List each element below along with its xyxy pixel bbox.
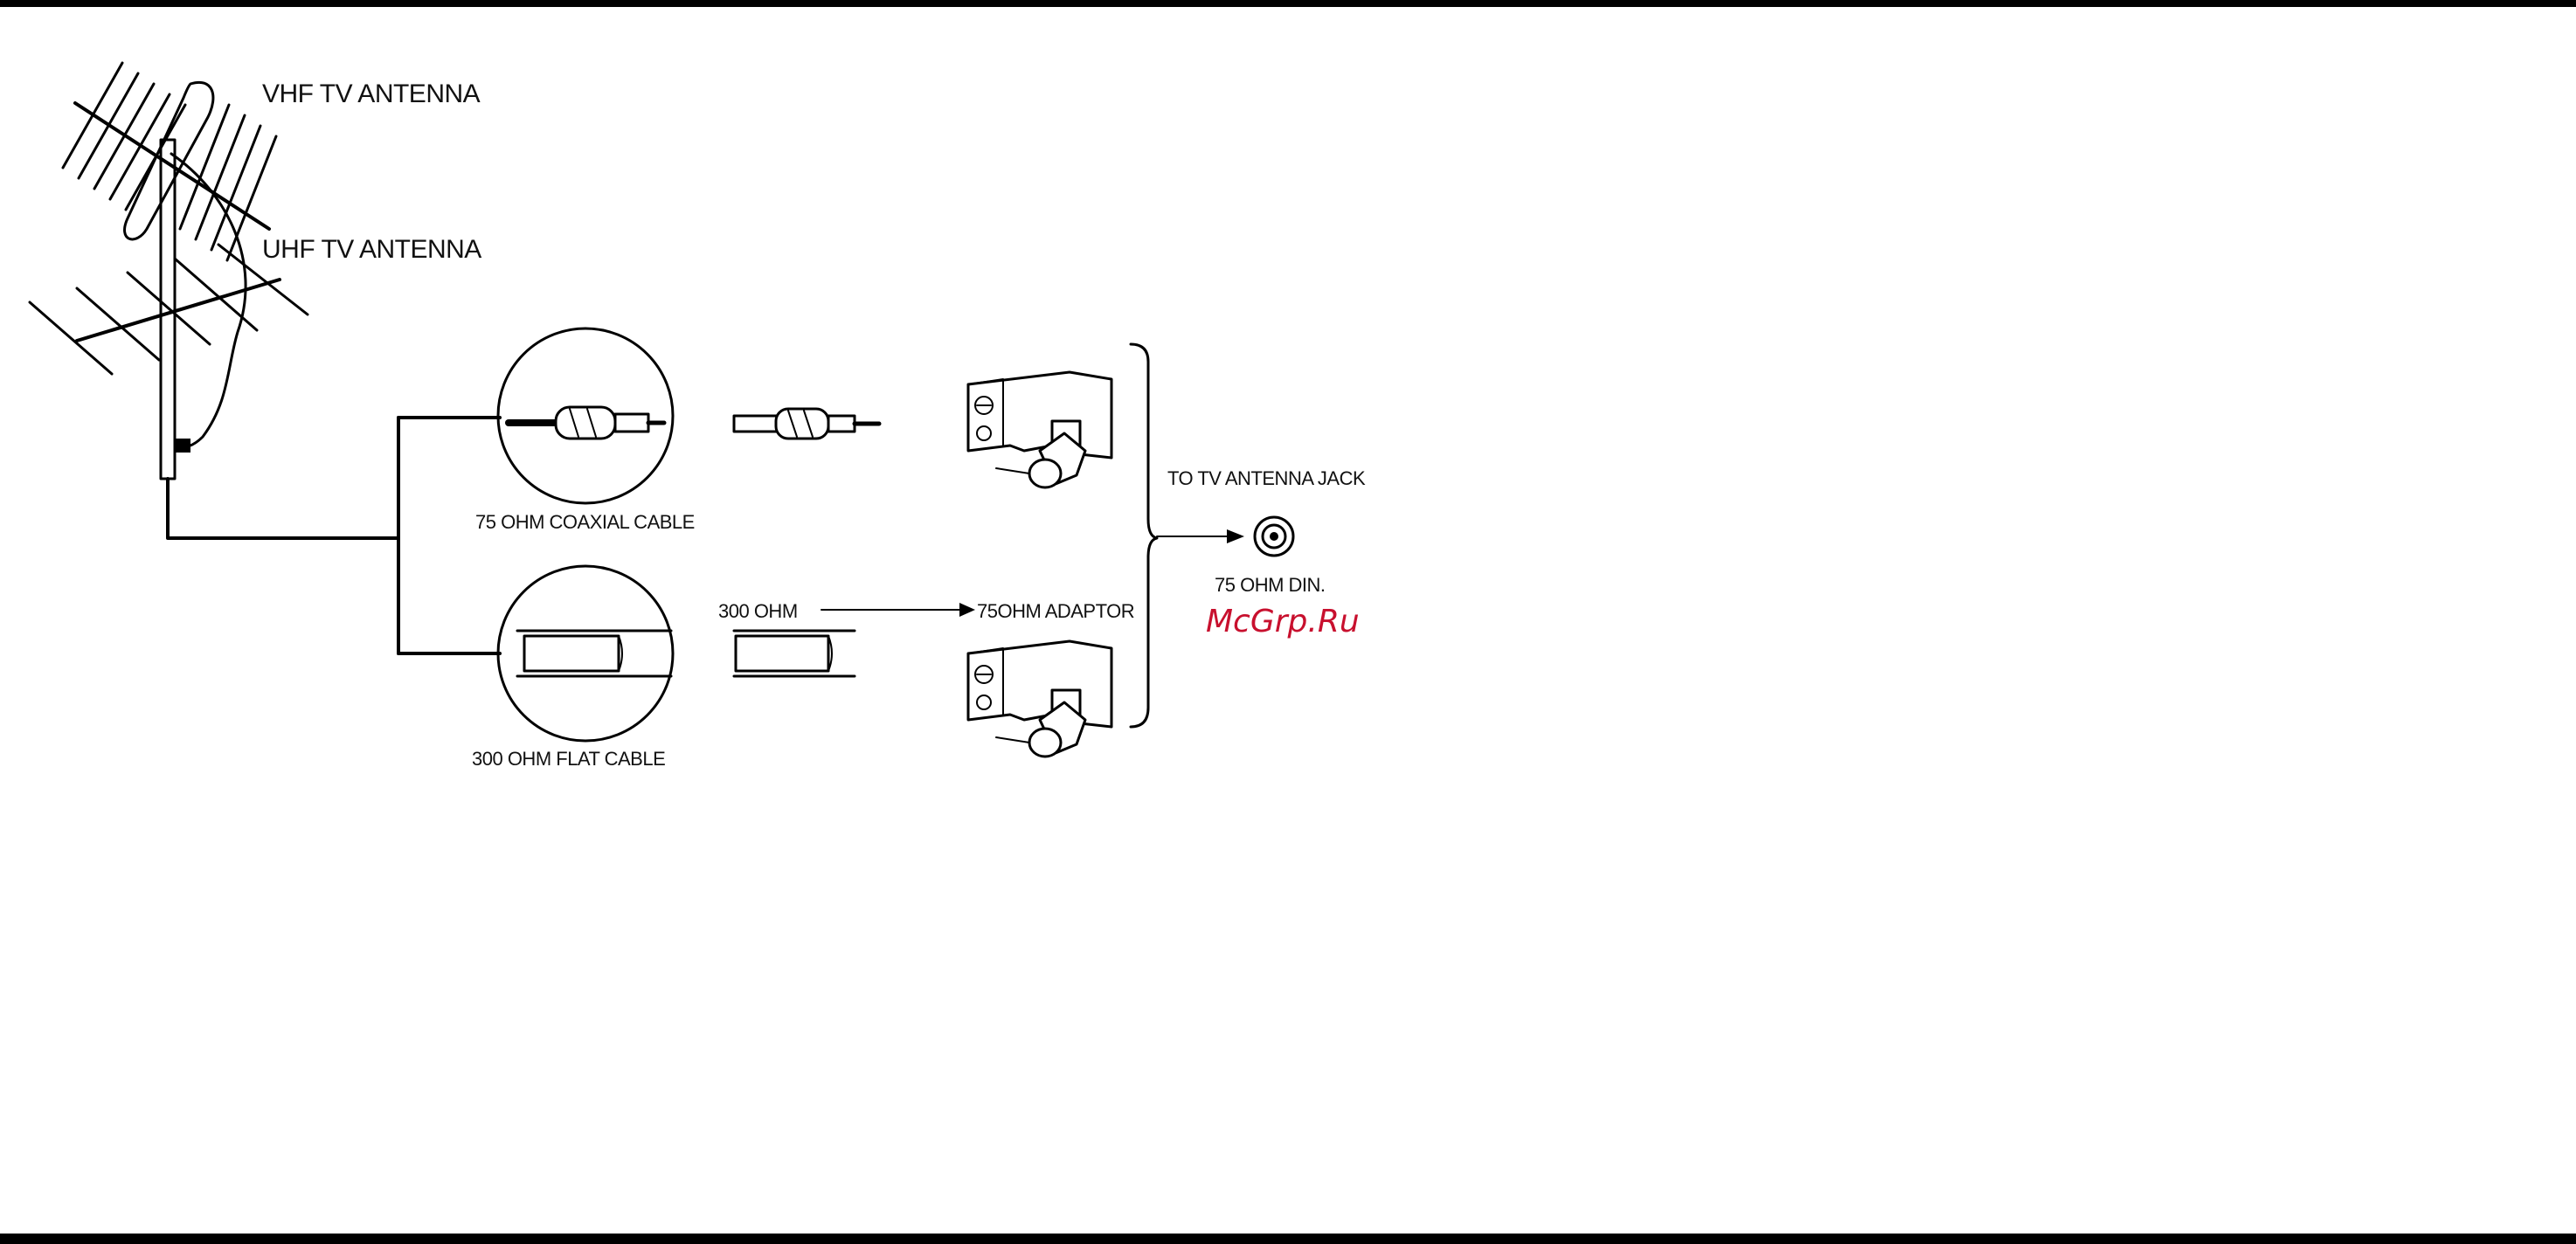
coax-plug-icon (734, 409, 879, 439)
coax-cable-magnifier (498, 328, 673, 503)
flat-cable-label: 300 OHM FLAT CABLE (472, 748, 665, 770)
flat-cable-segment-icon (734, 631, 855, 676)
grouping-bracket (1131, 344, 1157, 727)
din-jack-icon (1255, 517, 1293, 556)
watermark-text: McGrp.Ru (1206, 604, 1360, 639)
adaptor-top-icon (968, 372, 1111, 487)
adaptor-arrow (821, 603, 975, 617)
downlead-wiring (168, 418, 500, 653)
adaptor-bottom-icon (968, 641, 1111, 757)
antenna-icon (30, 63, 308, 479)
din-label: 75 OHM DIN. (1215, 574, 1326, 596)
coax-cable-label: 75 OHM COAXIAL CABLE (475, 511, 695, 533)
flat-cable-magnifier (498, 566, 673, 741)
jack-arrow (1157, 529, 1244, 543)
bottom-border (0, 1234, 2576, 1244)
ohm-300-label: 300 OHM (718, 600, 798, 622)
tv-antenna-jack-label: TO TV ANTENNA JACK (1167, 467, 1366, 489)
uhf-antenna-label: UHF TV ANTENNA (262, 235, 481, 264)
adaptor-label: 75OHM ADAPTOR (977, 600, 1134, 622)
vhf-antenna-label: VHF TV ANTENNA (262, 79, 481, 108)
